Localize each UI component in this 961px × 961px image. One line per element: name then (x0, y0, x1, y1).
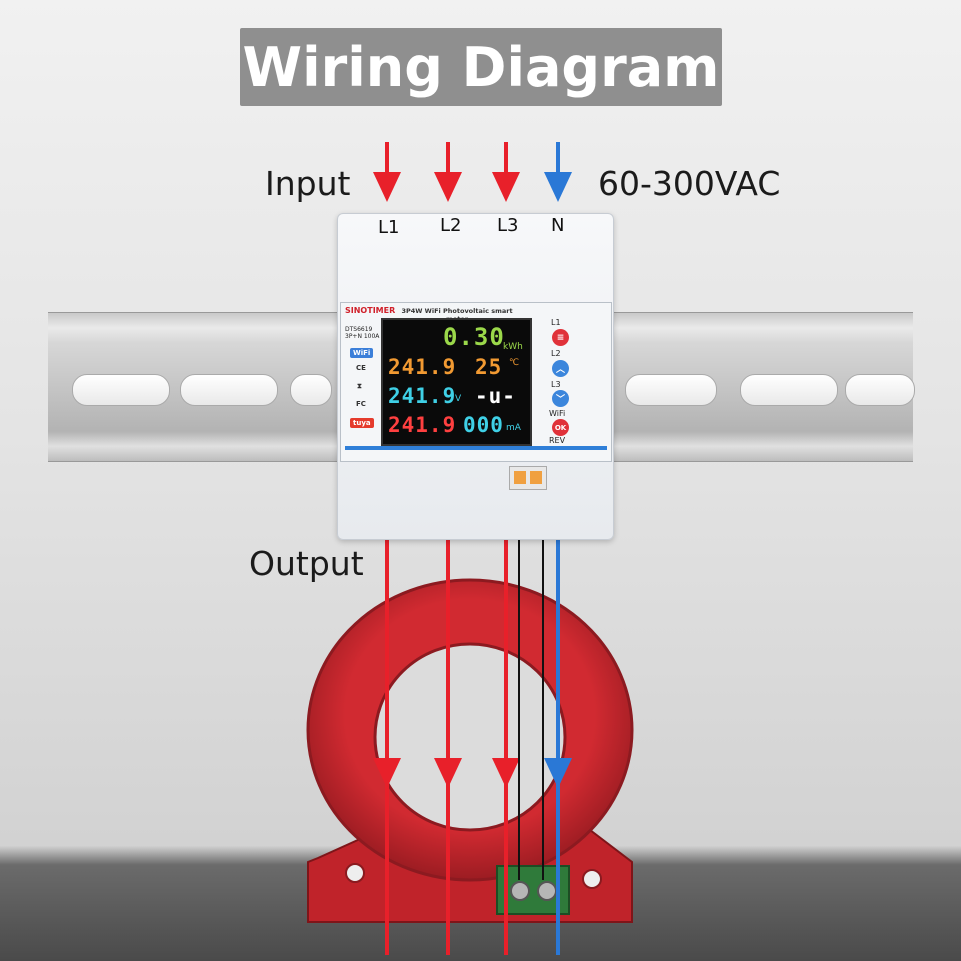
arrow-n-input (544, 172, 572, 202)
display-row4-value: 241.9 (388, 413, 457, 437)
meter-rating: 3P+N 100A (345, 333, 380, 340)
arrow-n-ct (544, 758, 572, 788)
down-button[interactable]: ﹀ (552, 390, 569, 407)
ce-mark-icon: CE (356, 364, 366, 372)
terminal-label-n: N (551, 215, 565, 236)
ok-label: OK (554, 423, 567, 432)
rail-slot (845, 374, 915, 406)
display-energy-value: 0.30 (443, 323, 505, 351)
arrow-l2-ct (434, 758, 462, 788)
wifi-badge: WiFi (350, 348, 374, 358)
arrow-l2-input (434, 172, 462, 202)
ct-screw (510, 881, 530, 901)
terminal-label-l2: L2 (440, 215, 462, 236)
button-label-l1: L1 (551, 318, 561, 327)
arrow-l3-ct (492, 758, 520, 788)
meter-model: DTS6619 (345, 326, 373, 333)
hourglass-icon: ⧗ (357, 382, 362, 390)
ct-screw (537, 881, 557, 901)
meter-brand: SINOTIMER (345, 306, 396, 315)
meter-display: 0.30 kWh 241.9 25 ℃ 241.9 V -u- 241.9 00… (381, 318, 532, 446)
display-voltage-unit: V (455, 394, 462, 404)
voltage-range-label: 60-300VAC (598, 164, 781, 203)
display-current-unit: mA (506, 423, 521, 433)
input-label: Input (265, 164, 351, 203)
display-row2-value: 241.9 (388, 355, 457, 379)
display-current-value: 000 (463, 413, 504, 437)
rail-slot (625, 374, 717, 406)
page-title: Wiring Diagram (240, 28, 722, 106)
rail-slot (180, 374, 278, 406)
chevron-down-icon: ﹀ (555, 395, 565, 405)
terminal-label-l1: L1 (378, 217, 400, 238)
arrow-l3-input (492, 172, 520, 202)
ct-input-terminal (509, 466, 547, 490)
up-button[interactable]: ︿ (552, 360, 569, 377)
ct-ring-hole (373, 642, 567, 832)
button-label-l2: L2 (551, 349, 561, 358)
rail-slot (290, 374, 332, 406)
chevron-up-icon: ︿ (555, 365, 565, 375)
display-temperature-unit: ℃ (509, 358, 520, 368)
menu-icon: ≡ (556, 332, 565, 343)
ct-terminal-contact (514, 471, 526, 484)
tuya-badge: tuya (350, 418, 374, 428)
ct-mount-hole (582, 869, 602, 889)
ct-terminal-contact (530, 471, 542, 484)
menu-button[interactable]: ≡ (552, 329, 569, 346)
button-label-rev: REV (549, 436, 566, 445)
ok-button[interactable]: OK (552, 419, 569, 436)
button-label-l3: L3 (551, 380, 561, 389)
terminal-label-l3: L3 (497, 215, 519, 236)
arrow-l1-ct (373, 758, 401, 788)
fcc-mark-icon: FC (356, 400, 366, 408)
display-voltage-value: 241.9 (388, 384, 457, 408)
rail-slot (72, 374, 170, 406)
button-label-wifi: WiFi (549, 409, 566, 418)
display-energy-unit: kWh (503, 342, 523, 352)
faceplate-accent-strip (345, 446, 607, 450)
display-status-value: -u- (475, 384, 516, 408)
arrow-l1-input (373, 172, 401, 202)
display-temperature-value: 25 (475, 355, 503, 379)
ct-mount-hole (345, 863, 365, 883)
rail-slot (740, 374, 838, 406)
output-label: Output (249, 544, 364, 583)
